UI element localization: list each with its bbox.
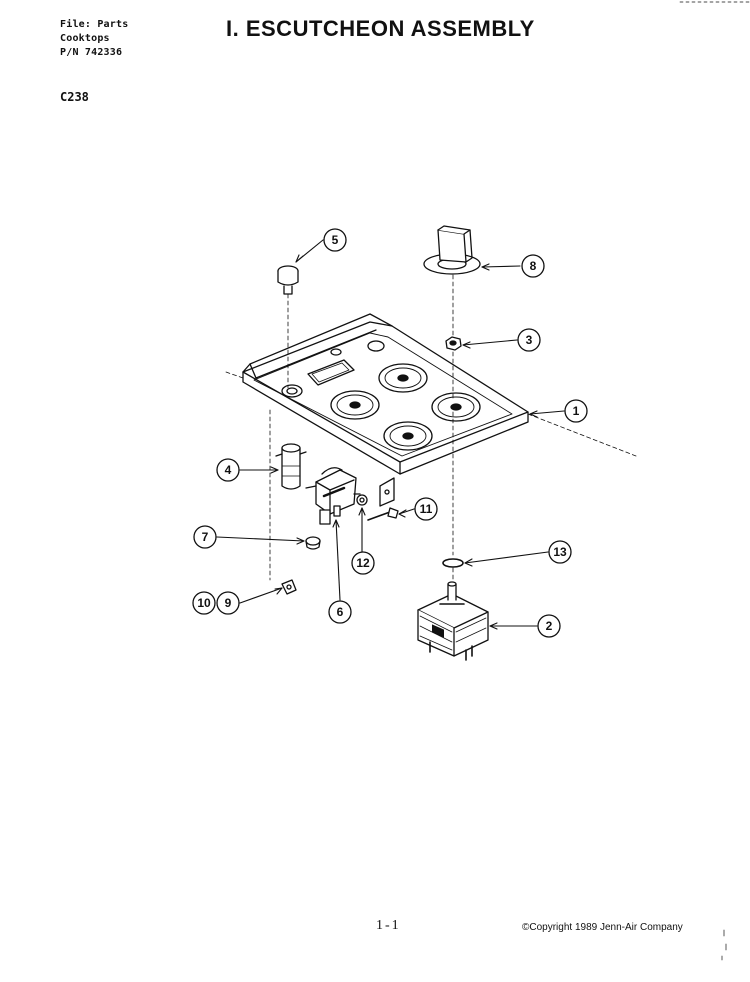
hex-nut — [445, 336, 462, 351]
copyright-notice: ©Copyright 1989 Jenn-Air Company — [522, 922, 683, 933]
callout-7: 7 — [193, 525, 217, 549]
alignment-lines — [225, 274, 637, 583]
callout-3: 3 — [517, 328, 541, 352]
svg-text:9: 9 — [225, 596, 232, 610]
svg-text:4: 4 — [225, 463, 232, 477]
svg-text:12: 12 — [356, 556, 370, 570]
control-knob — [423, 225, 481, 275]
svg-text:1: 1 — [573, 404, 580, 418]
escutcheon-panel — [242, 313, 529, 507]
callout-4: 4 — [216, 458, 240, 482]
svg-text:8: 8 — [530, 259, 537, 273]
svg-text:10: 10 — [197, 596, 211, 610]
page-number: 1-1 — [376, 918, 401, 933]
callout-13: 13 — [548, 540, 572, 564]
callout-11: 11 — [414, 497, 438, 521]
callout-8: 8 — [521, 254, 545, 278]
bracket-screw — [356, 494, 399, 521]
file-info: File: Parts Cooktops P/N 742336 — [60, 18, 128, 60]
callout-5: 5 — [323, 228, 347, 252]
callouts: 5 8 3 1 4 11 7 — [192, 228, 588, 638]
svg-text:11: 11 — [420, 502, 433, 516]
leader-lines — [216, 239, 565, 630]
svg-text:5: 5 — [332, 233, 339, 247]
bulb-connector — [281, 579, 297, 595]
model-code: C238 — [60, 90, 89, 104]
file-line: File: Parts — [60, 19, 129, 30]
product-line: Cooktops — [60, 33, 110, 44]
svg-text:13: 13 — [553, 545, 567, 559]
svg-text:3: 3 — [526, 333, 533, 347]
callout-1: 1 — [564, 399, 588, 423]
rocker-switch — [305, 467, 361, 525]
lamp-socket — [275, 443, 307, 490]
callout-6: 6 — [328, 600, 352, 624]
page-title: I. ESCUTCHEON ASSEMBLY — [226, 16, 535, 41]
push-button — [277, 265, 299, 295]
infinite-switch — [417, 581, 489, 661]
o-ring — [442, 558, 464, 568]
scan-marks — [679, 1, 750, 961]
svg-text:2: 2 — [546, 619, 553, 633]
callout-10: 10 — [192, 591, 216, 615]
callout-12: 12 — [351, 551, 375, 575]
grommet — [305, 536, 321, 550]
part-number-line: P/N 742336 — [60, 47, 123, 58]
svg-text:6: 6 — [337, 605, 344, 619]
callout-9: 9 — [216, 591, 240, 615]
callout-2: 2 — [537, 614, 561, 638]
svg-text:7: 7 — [202, 530, 209, 544]
